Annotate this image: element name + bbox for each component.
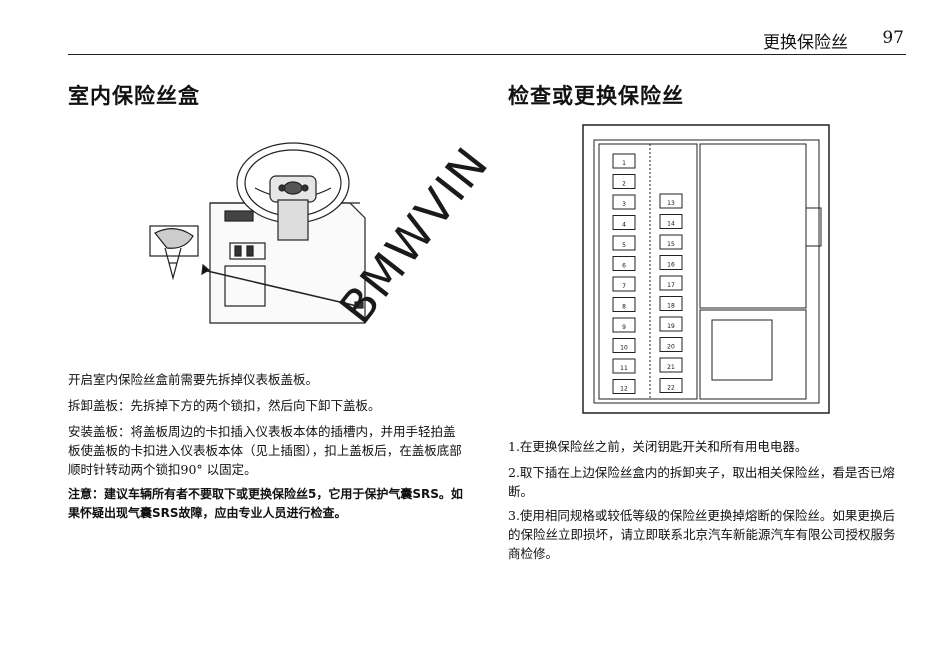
fuse-slot <box>612 358 636 374</box>
fuse-slot <box>659 255 683 270</box>
right-step-3: 3.使用相同规格或较低等级的保险丝更换掉熔断的保险丝。如果更换后的保险丝立即损坏… <box>508 508 896 561</box>
fuse-slot <box>612 276 636 292</box>
fuse-label: 5 <box>622 242 626 249</box>
fuse-label: 19 <box>667 323 675 330</box>
left-para-2: 拆卸盖板：先拆掉下方的两个锁扣，然后向下卸下盖板。 <box>68 398 381 413</box>
fuse-slot <box>659 378 683 393</box>
fuse-slot <box>659 316 683 332</box>
fuse-column-right: 13 14 15 16 17 18 19 20 21 22 <box>659 193 683 393</box>
fuse-label: 12 <box>620 386 628 393</box>
fuse-label: 1 <box>622 160 626 167</box>
fuse-slot <box>659 214 683 229</box>
fuse-label: 21 <box>667 364 675 371</box>
fuse-label: 14 <box>667 221 675 228</box>
fuse-slot <box>612 235 636 251</box>
fuse-slot <box>659 234 683 250</box>
left-note: 注意：建议车辆所有者不要取下或更换保险丝5，它用于保护气囊SRS。如果怀疑出现气… <box>68 487 463 520</box>
fuse-label: 6 <box>622 263 626 270</box>
fuse-label: 20 <box>667 344 675 351</box>
fuse-slot <box>612 174 636 189</box>
fuse-slot <box>659 357 683 373</box>
fuse-label: 22 <box>667 385 675 392</box>
fuse-label: 13 <box>667 200 675 207</box>
left-heading: 室内保险丝盒 <box>68 84 200 108</box>
fuse-label: 3 <box>622 201 626 208</box>
fuse-label: 10 <box>620 345 628 352</box>
fuse-label: 9 <box>622 324 626 331</box>
dashboard-illustration <box>149 142 366 324</box>
fuse-slot <box>659 275 683 291</box>
page-number: 97 <box>882 28 904 48</box>
fuse-label: 8 <box>622 304 626 311</box>
fuse-slot <box>612 297 636 312</box>
fuse-slot <box>612 317 636 333</box>
fuse-slot <box>612 338 636 353</box>
fuse-slot <box>659 296 683 311</box>
fuse-slot <box>659 193 683 209</box>
fuse-label: 17 <box>667 282 675 289</box>
fuse-label: 15 <box>667 241 675 248</box>
right-step-2: 2.取下插在上边保险丝盒内的拆卸夹子，取出相关保险丝，看是否已熔断。 <box>508 465 895 499</box>
fuse-slot <box>612 215 636 230</box>
fuse-label: 11 <box>620 365 628 372</box>
left-para-3: 安装盖板：将盖板周边的卡扣插入仪表板本体的插槽内，并用手轻拍盖板使盖板的卡扣进入… <box>68 424 462 477</box>
section-title: 更换保险丝 <box>763 33 848 53</box>
right-step-1: 1.在更换保险丝之前，关闭钥匙开关和所有用电电器。 <box>508 439 808 454</box>
fuse-slot <box>612 379 636 394</box>
fuse-slot <box>612 256 636 271</box>
fuse-label: 7 <box>622 283 626 290</box>
fuse-slot <box>612 194 636 210</box>
fuse-label: 16 <box>667 262 675 269</box>
fuse-slot <box>612 153 636 169</box>
fuse-label: 18 <box>667 303 675 310</box>
fuse-label: 2 <box>622 181 626 188</box>
page-header: 更换保险丝 97 <box>68 24 906 55</box>
fuse-slot <box>659 337 683 352</box>
right-heading: 检查或更换保险丝 <box>508 84 684 108</box>
left-para-1: 开启室内保险丝盒前需要先拆掉仪表板盖板。 <box>68 372 319 387</box>
fuse-label: 4 <box>622 222 626 229</box>
